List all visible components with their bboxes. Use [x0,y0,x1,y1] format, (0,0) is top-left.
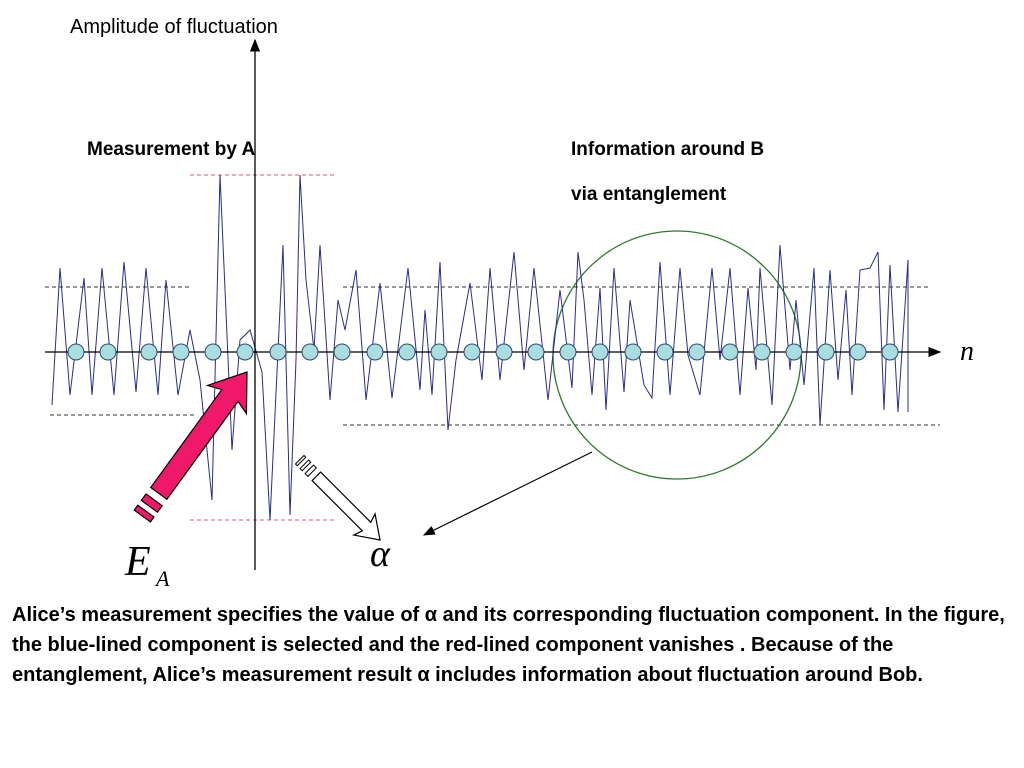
lattice-node-icon [301,343,319,361]
lattice-node-icon [527,343,545,361]
entanglement-arrow [422,451,593,536]
symbol-e: E [124,539,151,585]
lattice-node-icon [67,343,85,361]
lattice-node-icon [656,343,674,361]
measurement-a-label: Measurement by A [87,139,256,160]
lattice-node-icon [849,343,867,361]
lattice-node-icon [591,343,609,361]
y-axis-label: Amplitude of fluctuation [70,16,278,38]
lattice-node-icon [785,343,803,361]
lattice-node-icon [204,343,222,361]
lattice-node-icon [688,343,706,361]
x-axis-label: n [960,336,974,367]
lattice-node-icon [333,343,351,361]
lattice-nodes [67,343,899,361]
lattice-node-icon [495,343,513,361]
lattice-node-icon [236,343,254,361]
lattice-node-icon [881,343,899,361]
lattice-node-icon [140,343,158,361]
lattice-node-icon [753,343,771,361]
lattice-node-icon [721,343,739,361]
caption: Alice’s measurement specifies the value … [12,604,1005,686]
hollow-arrow-icon [294,454,381,541]
lattice-node-icon [366,343,384,361]
lattice-node-icon [559,343,577,361]
red-dashed-lines [190,174,335,521]
solid-arrow-icon [133,371,248,523]
lattice-node-icon [269,343,287,361]
symbol-alpha: α [370,533,391,575]
lattice-node-icon [398,343,416,361]
lattice-node-icon [624,343,642,361]
lattice-node-icon [172,343,190,361]
lattice-node-icon [817,343,835,361]
info-b-label-line2: via entanglement [571,184,727,205]
info-b-label-line1: Information around B [571,139,764,160]
fluctuation-diagram: Amplitude of fluctuation n Measurement b… [45,16,974,591]
lattice-node-icon [463,343,481,361]
symbol-e-subscript: A [154,566,170,591]
lattice-node-icon [99,343,117,361]
fluctuation-signal [51,174,909,521]
lattice-node-icon [430,343,448,361]
